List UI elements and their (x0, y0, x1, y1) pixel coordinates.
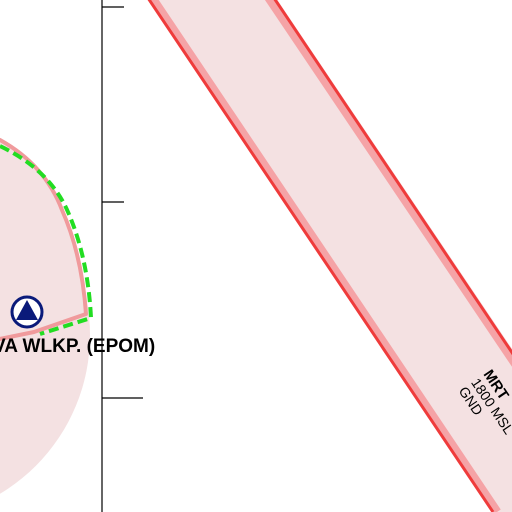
airport-triangle-icon[interactable] (10, 295, 44, 329)
mrt-zone-border-left (147, 0, 495, 512)
mrt-zone-border-left-outer (147, 0, 501, 512)
ctr-dashed-boundary (0, 144, 94, 336)
airport-label: VA WLKP. (EPOM) (0, 336, 155, 357)
mrt-zone[interactable] (146, 0, 512, 512)
ctr-sector (0, 137, 88, 342)
mrt-zone-border-right (273, 0, 512, 356)
graticule (101, 0, 143, 512)
mrt-zone-border-right-outer (264, 0, 512, 367)
